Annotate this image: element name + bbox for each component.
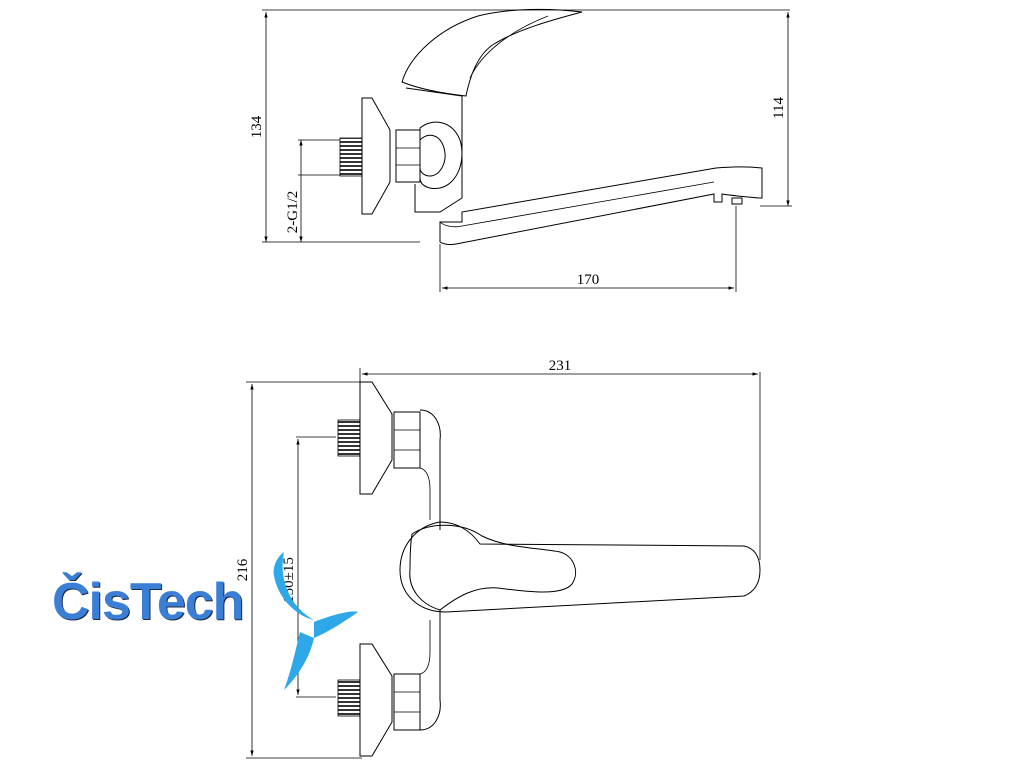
side-wall-flange	[361, 97, 391, 215]
dim-label-216: 216	[235, 558, 251, 581]
side-body-ring	[419, 121, 463, 189]
top-body-spout	[399, 521, 761, 613]
side-spout	[439, 166, 763, 246]
logo-text: ČisTech	[52, 573, 244, 631]
side-threaded-inlet	[339, 137, 363, 177]
side-aerator	[731, 197, 743, 205]
dim-label-thread: 2-G1/2	[285, 191, 301, 234]
top-bar-upper	[419, 409, 441, 530]
dim-label-134: 134	[249, 115, 265, 138]
top-wall-flange-lower	[359, 643, 393, 757]
side-body	[405, 87, 463, 213]
side-view: 134 2-G1/2 114 170	[249, 8, 792, 292]
side-nut	[395, 129, 421, 183]
brand-logo: ČisTech	[52, 552, 362, 692]
dim-label-114: 114	[771, 97, 787, 119]
dim-label-170: 170	[577, 272, 600, 288]
top-bar-lower	[419, 610, 441, 731]
top-nut-upper	[393, 411, 421, 469]
water-drop-wave-icon	[273, 552, 358, 690]
top-lever	[409, 524, 576, 611]
top-threaded-inlet-upper	[337, 419, 361, 457]
top-nut-lower	[393, 673, 421, 731]
side-lever	[401, 8, 583, 97]
dim-label-231: 231	[549, 358, 572, 374]
top-wall-flange-upper	[359, 381, 393, 495]
